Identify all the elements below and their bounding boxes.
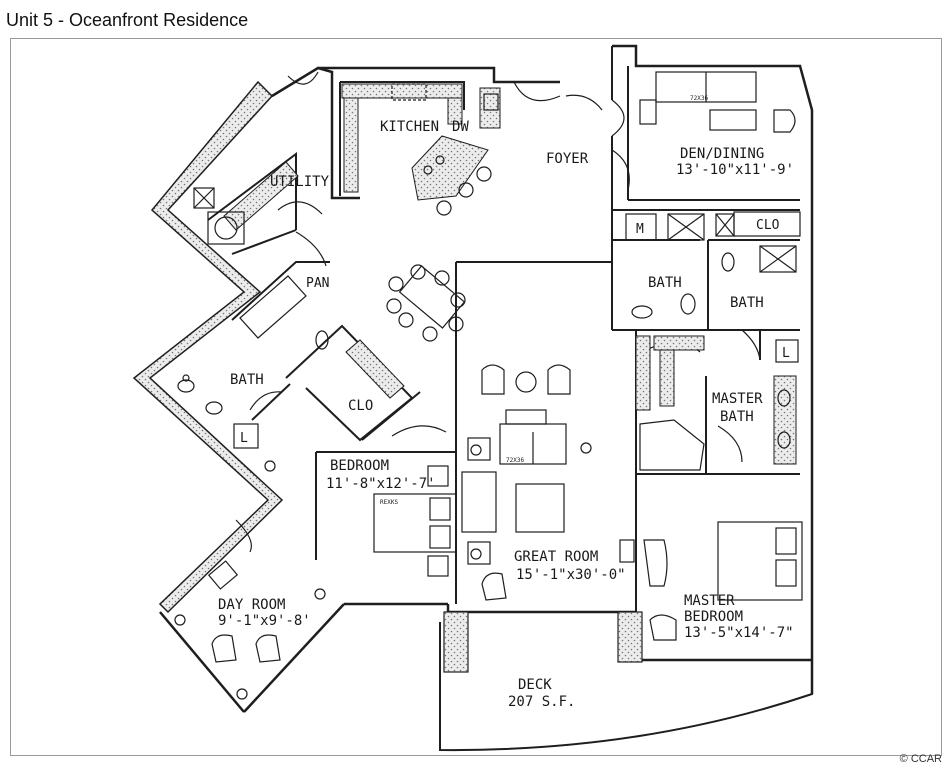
page-title: Unit 5 - Oceanfront Residence bbox=[6, 10, 249, 30]
interior-walls bbox=[207, 46, 800, 612]
room-label-clo-top: CLO bbox=[756, 218, 780, 233]
room-label-day-room: DAY ROOM bbox=[218, 597, 285, 613]
door-swings bbox=[235, 71, 761, 553]
tv-label-den: 72X36 bbox=[690, 95, 708, 102]
room-label-master-bedroom-1: MASTER bbox=[684, 593, 735, 609]
room-label-bath-left: BATH bbox=[230, 372, 264, 388]
room-label-master-bath-1: MASTER bbox=[712, 391, 763, 407]
room-dims-day-room: 9'-1"x9'-8' bbox=[218, 613, 311, 629]
room-label-clo-left: CLO bbox=[348, 398, 373, 414]
exterior-wall-left bbox=[132, 80, 284, 614]
room-label-master-bedroom-2: BEDROOM bbox=[684, 609, 743, 625]
deck-column-left bbox=[443, 611, 469, 673]
room-label-den-dining: DEN/DINING bbox=[680, 146, 764, 162]
room-dims-great-room: 15'-1"x30'-0" bbox=[516, 567, 626, 583]
furniture bbox=[174, 71, 803, 700]
room-area-deck: 207 S.F. bbox=[508, 694, 575, 710]
deck-outline bbox=[439, 622, 813, 752]
room-label-kitchen: KITCHEN bbox=[380, 119, 439, 135]
room-label-foyer: FOYER bbox=[546, 151, 589, 167]
room-dims-den-dining: 13'-10"x11'-9' bbox=[676, 162, 794, 178]
room-label-bath-right: BATH bbox=[730, 295, 764, 311]
room-label-m: M bbox=[636, 222, 644, 237]
room-label-bedroom: BEDROOM bbox=[330, 458, 389, 474]
room-dims-master-bedroom: 13'-5"x14'-7" bbox=[684, 625, 794, 641]
floor-plan-frame bbox=[10, 38, 942, 756]
room-label-master-bath-2: BATH bbox=[720, 409, 754, 425]
fixtures bbox=[177, 83, 801, 471]
room-label-bath-center: BATH bbox=[648, 275, 682, 291]
counters bbox=[223, 83, 797, 465]
room-dims-bedroom: 11'-8"x12'-7' bbox=[326, 476, 436, 492]
room-label-l-left: L bbox=[240, 431, 248, 446]
room-label-dw: DW bbox=[452, 119, 469, 135]
room-label-pan: PAN bbox=[306, 276, 329, 291]
room-label-great-room: GREAT ROOM bbox=[514, 549, 598, 565]
credit-watermark: © CCAR bbox=[899, 753, 942, 765]
room-label-l-right: L bbox=[782, 346, 790, 361]
bed-label-small: REXKS bbox=[380, 499, 398, 506]
deck-column-right bbox=[617, 611, 643, 663]
room-label-utility: UTILITY bbox=[270, 174, 330, 190]
room-label-deck: DECK bbox=[518, 677, 552, 693]
tv-label-great: 72X36 bbox=[506, 457, 524, 464]
